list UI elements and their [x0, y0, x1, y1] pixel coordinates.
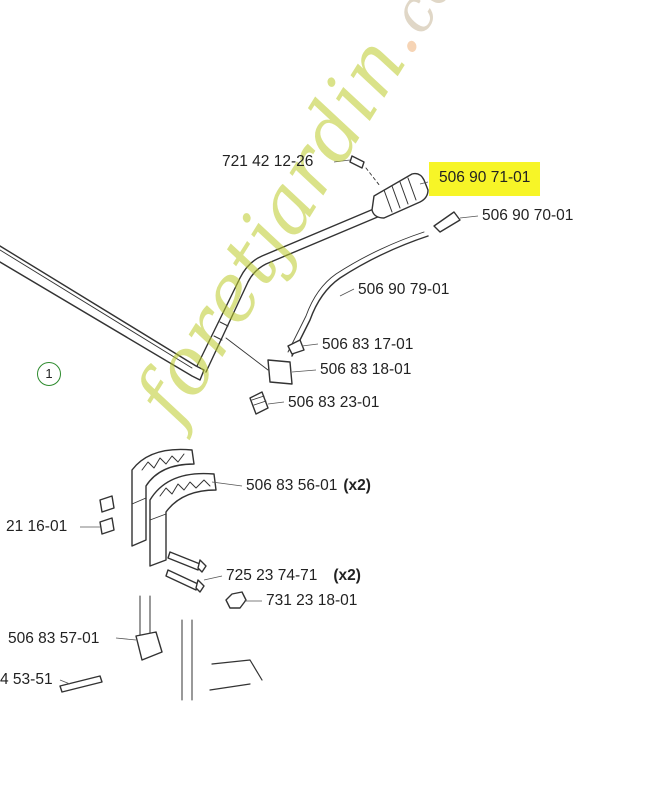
part-label-506-83-56-01: 506 83 56-01 (x2) [246, 477, 371, 495]
bolt-lower [99, 517, 115, 535]
part-label-506-90-79-01: 506 90 79-01 [358, 281, 450, 298]
cable-fitting [287, 339, 305, 355]
pin [349, 155, 365, 169]
grip [371, 172, 429, 219]
leader-p5 [301, 343, 319, 347]
leader-p3 [459, 215, 479, 219]
leader-p4 [339, 288, 355, 297]
part-label-506-90-70-01: 506 90 70-01 [482, 207, 574, 224]
part-label-4-53-51: 4 53-51 [0, 671, 53, 688]
part-number: 506 83 56-01 [246, 477, 338, 494]
part-label-21-16-01: 21 16-01 [6, 518, 68, 535]
cable-clamp [267, 359, 293, 385]
part-label-506-90-71-01-highlighted: 506 90 71-01 [429, 162, 541, 196]
lower-bolt [59, 675, 103, 693]
leader-p13 [59, 679, 71, 685]
part-number: 725 23 74-71 [226, 567, 318, 584]
long-bolt-1 [167, 551, 201, 571]
quadrant-plate-front [149, 472, 217, 567]
leader-p1 [333, 159, 351, 163]
leader-p2 [419, 181, 429, 185]
leader-p10 [203, 575, 223, 581]
vertical-rod [139, 595, 193, 701]
quadrant-plate-rear [131, 448, 195, 547]
leader-p7 [267, 401, 285, 405]
leader-p6 [291, 369, 317, 373]
leader-p12 [115, 637, 137, 641]
callout-number-circle: 1 [37, 362, 61, 386]
leader-p8 [211, 481, 243, 487]
quantity-badge: (x2) [333, 567, 361, 584]
part-label-731-23-18-01: 731 23 18-01 [266, 592, 358, 609]
part-label-506-83-57-01: 506 83 57-01 [8, 630, 100, 647]
part-label-506-83-23-01: 506 83 23-01 [288, 394, 380, 411]
part-label-721-42-12-26: 721 42 12-26 [222, 153, 314, 170]
hex-nut [225, 591, 247, 609]
part-label-506-83-18-01: 506 83 18-01 [320, 361, 412, 378]
cable-rod [433, 211, 461, 233]
clamp-block [135, 631, 163, 661]
lower-frame [209, 659, 263, 691]
quantity-badge: (x2) [343, 477, 371, 494]
long-bolt-2 [165, 569, 199, 591]
bolt-upper [99, 495, 115, 513]
part-label-506-83-17-01: 506 83 17-01 [322, 336, 414, 353]
handle-bar [0, 245, 205, 381]
part-label-725-23-74-71: 725 23 74-71 (x2) [226, 567, 361, 585]
